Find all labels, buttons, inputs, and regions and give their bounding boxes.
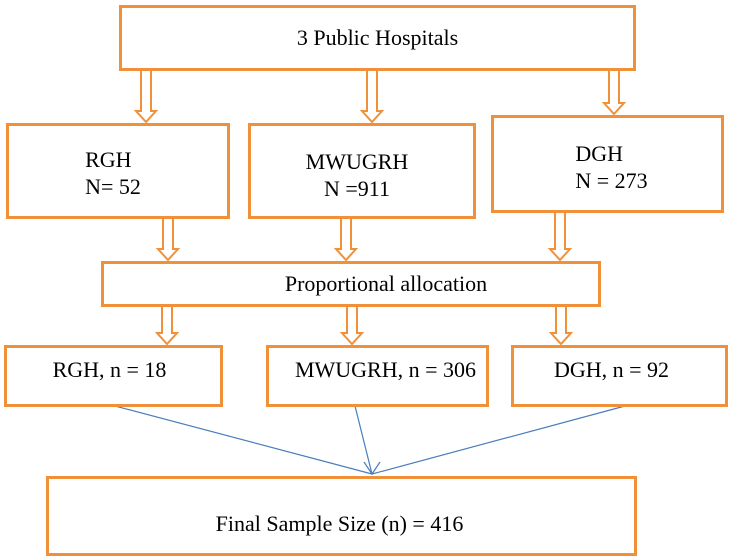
converge-arrowhead: [363, 461, 381, 476]
box-sample-dgh: DGH, n = 92: [511, 345, 728, 407]
public-hospitals-label: 3 Public Hospitals: [296, 25, 459, 51]
hospital-rgh-name: RGH: [85, 146, 132, 172]
hospital-rgh-population: N= 52: [85, 174, 141, 199]
proportional-allocation-label: Proportional allocation: [284, 271, 488, 297]
box-sample-mwugrh: MWUGRH, n = 306: [266, 345, 489, 407]
box-final-sample-size: Final Sample Size (n) = 416: [46, 476, 637, 556]
sample-rgh-label: RGH, n = 18: [52, 357, 167, 383]
converge-line-dgh: [371, 405, 626, 475]
arrow-dgh-to-allocation: [547, 211, 573, 262]
box-hospital-dgh: DGH N = 273: [491, 115, 724, 213]
hospital-dgh-name: DGH: [575, 140, 624, 166]
arrow-allocation-to-rgh-sample: [154, 305, 180, 346]
box-sample-rgh: RGH, n = 18: [4, 345, 223, 407]
sample-dgh-label: DGH, n = 92: [553, 357, 670, 383]
arrow-top-to-rgh: [133, 69, 159, 124]
arrow-allocation-to-mwugrh-sample: [339, 305, 365, 346]
box-hospital-rgh: RGH N= 52: [6, 123, 230, 219]
box-hospital-mwugrh: MWUGRH N =911: [248, 123, 476, 219]
arrow-mwugrh-to-allocation: [333, 217, 359, 262]
hospital-mwugrh-population: N =911: [324, 176, 390, 201]
arrow-top-to-mwugrh: [359, 69, 385, 124]
hospital-mwugrh-name: MWUGRH: [305, 148, 409, 174]
sample-mwugrh-label: MWUGRH, n = 306: [294, 357, 477, 383]
final-sample-size-label: Final Sample Size (n) = 416: [215, 511, 464, 537]
arrow-allocation-to-dgh-sample: [548, 305, 574, 346]
arrow-rgh-to-allocation: [155, 217, 181, 262]
box-proportional-allocation: Proportional allocation: [101, 261, 601, 307]
converge-line-mwugrh: [354, 405, 373, 475]
converge-lines-group: [114, 405, 626, 476]
hospital-dgh-population: N = 273: [575, 168, 648, 193]
arrow-top-to-dgh: [601, 69, 627, 116]
box-public-hospitals: 3 Public Hospitals: [119, 5, 636, 71]
converge-line-rgh: [114, 405, 373, 475]
